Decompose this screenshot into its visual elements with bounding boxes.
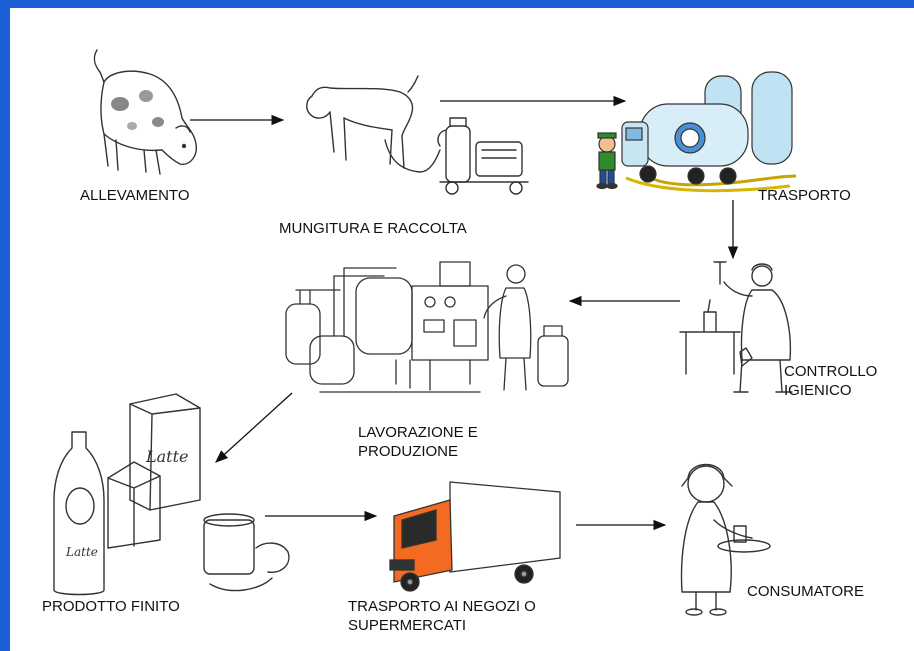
label-prodotto-finito: PRODOTTO FINITO bbox=[42, 598, 180, 615]
carton-brand-text: Latte bbox=[145, 447, 189, 466]
consumer-girl-icon bbox=[680, 463, 771, 616]
label-trasporto-negozi: TRASPORTO AI NEGOZI O SUPERMERCATI bbox=[348, 597, 536, 635]
milk-products-icon bbox=[53, 393, 290, 596]
cow-icon bbox=[93, 49, 197, 175]
label-trasporto-negozi-line1: TRASPORTO AI NEGOZI O bbox=[348, 598, 536, 615]
label-allevamento: ALLEVAMENTO bbox=[80, 187, 190, 204]
bottle-brand-text: Latte bbox=[65, 545, 98, 559]
label-lavorazione-line2: PRODUZIONE bbox=[358, 443, 459, 460]
arrow-lavorazione-prodotto bbox=[215, 392, 293, 463]
label-lavorazione: LAVORAZIONE E PRODUZIONE bbox=[358, 423, 478, 461]
dairy-plant-icon bbox=[285, 261, 569, 393]
label-controllo-igienico: CONTROLLO IGIENICO bbox=[784, 362, 877, 400]
label-trasporto: TRASPORTO bbox=[758, 187, 851, 204]
milking-machine-icon bbox=[306, 75, 529, 195]
label-controllo-line1: CONTROLLO bbox=[784, 363, 878, 380]
label-trasporto-negozi-line2: SUPERMERCATI bbox=[348, 617, 467, 634]
lab-technician-icon bbox=[679, 261, 793, 393]
frame-left-border bbox=[0, 0, 10, 651]
tanker-truck-icon bbox=[596, 71, 797, 193]
delivery-truck-icon bbox=[389, 481, 561, 592]
label-consumatore: CONSUMATORE bbox=[747, 583, 864, 600]
frame-top-border bbox=[0, 0, 914, 8]
label-mungitura: MUNGITURA E RACCOLTA bbox=[279, 220, 467, 237]
label-lavorazione-line1: LAVORAZIONE E bbox=[358, 424, 478, 441]
label-controllo-line2: IGIENICO bbox=[784, 382, 852, 399]
